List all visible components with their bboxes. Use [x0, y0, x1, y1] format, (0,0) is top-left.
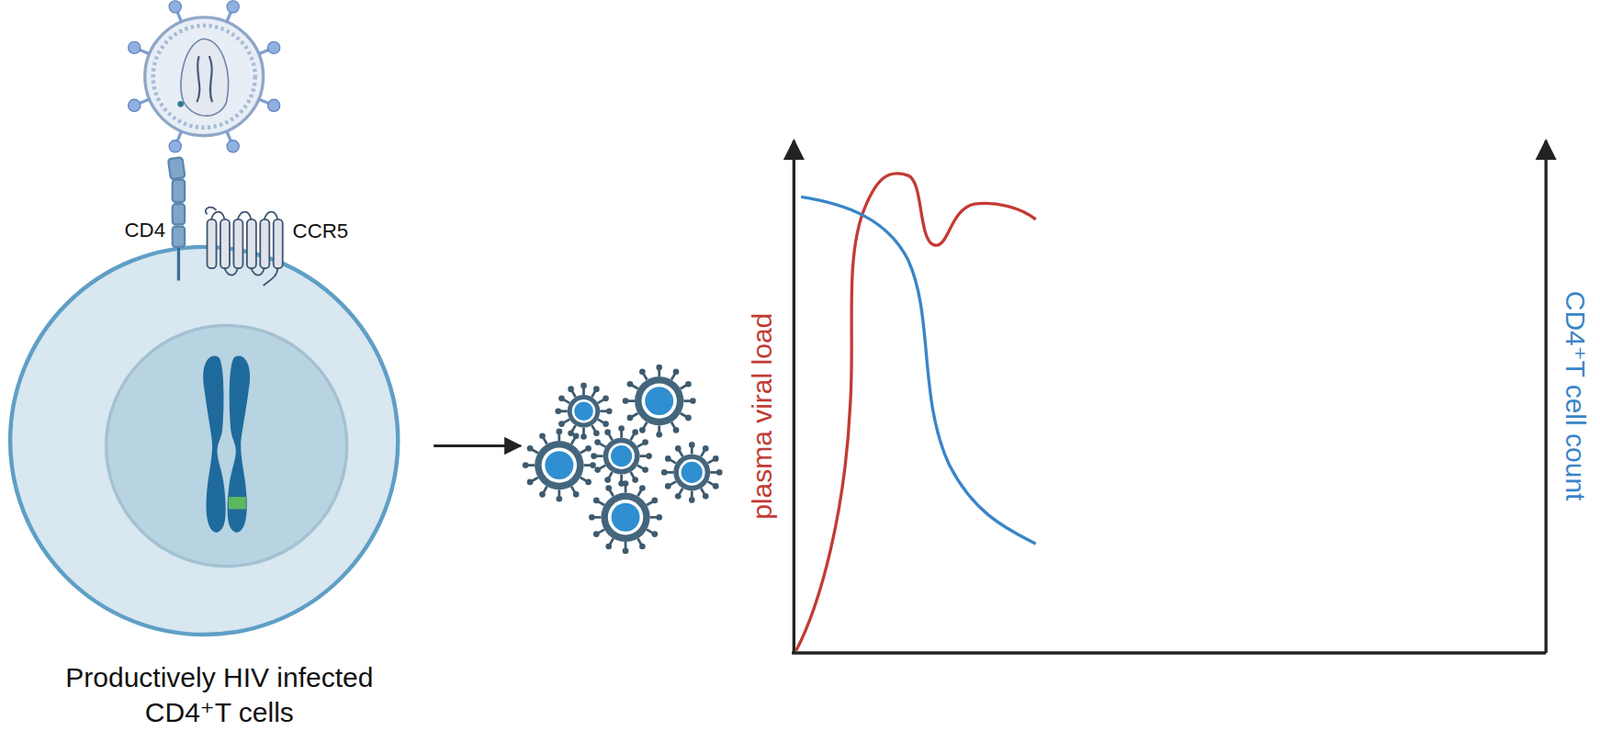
chart-axes	[791, 140, 1546, 654]
released-virions	[522, 364, 723, 555]
chromosome	[202, 355, 250, 532]
cell-caption: Productively HIV infected CD4⁺T cells	[25, 661, 414, 731]
nucleus	[106, 325, 348, 566]
cd4-count-curve	[800, 196, 1037, 544]
receptor-label: CD4	[124, 217, 166, 244]
cd4-receptor	[168, 157, 185, 281]
viral-load-curve	[796, 173, 1037, 652]
cell-body	[10, 247, 398, 635]
ccr5-receptor	[205, 207, 283, 286]
axis-title: CD4⁺T cell count	[1557, 291, 1592, 502]
axis-title: plasma viral load	[745, 313, 780, 520]
receptor-label: CCR5	[292, 218, 349, 245]
hiv-virion	[128, 0, 281, 153]
release-arrow	[433, 444, 520, 448]
